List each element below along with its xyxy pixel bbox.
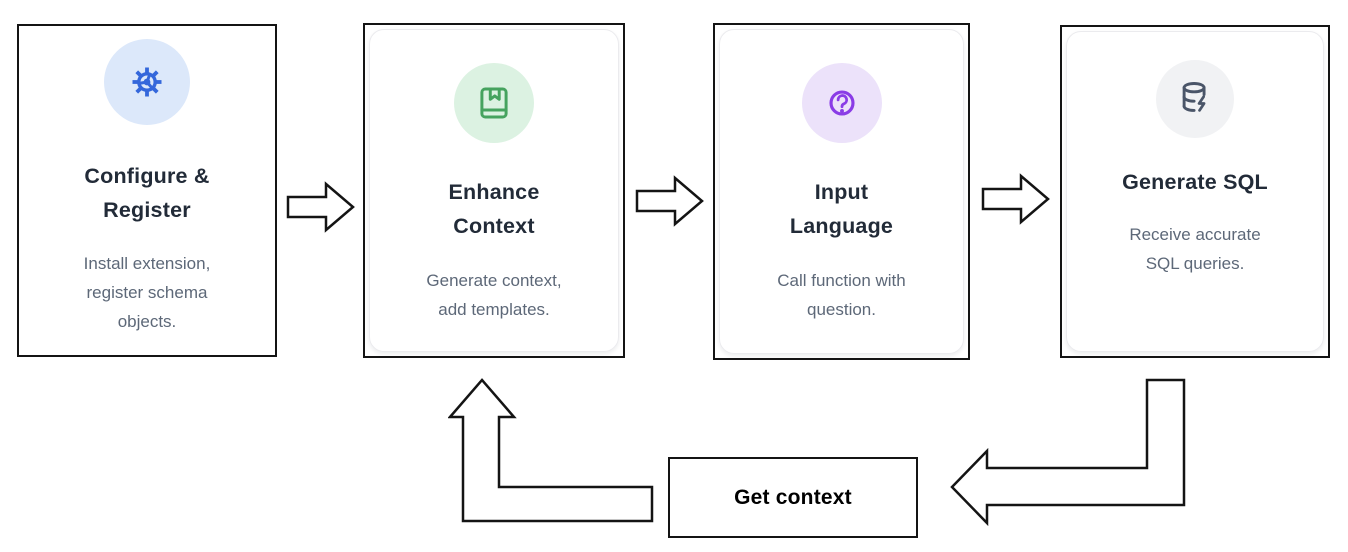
step-title: Enhance Context: [448, 180, 540, 238]
book-icon: [454, 63, 534, 143]
step-title: Generate SQL: [1122, 170, 1268, 194]
arrow-right-icon: [981, 173, 1050, 225]
database-bolt-icon: [1156, 60, 1234, 138]
get-context-label-box: Get context: [668, 457, 918, 538]
flow-step-enhance-context: Enhance Context Generate context, add te…: [363, 23, 625, 358]
icon-circle-bg: [1156, 60, 1234, 138]
step-description: Install extension, register schema objec…: [83, 254, 211, 331]
arrow-left-elbow-icon: [950, 378, 1186, 527]
arrow-right-icon: [286, 181, 355, 233]
flow-step-input-language: Input Language Call function with questi…: [713, 23, 970, 360]
arrow-up-loop-icon: [448, 378, 654, 523]
icon-circle-bg: [801, 63, 882, 143]
question-icon: [801, 63, 882, 143]
arrow-right-icon: [635, 175, 704, 227]
step-title: Input Language: [789, 180, 894, 238]
gear-icon: [104, 39, 190, 125]
flow-step-configure-register: Configure & Register Install extension, …: [17, 24, 277, 357]
get-context-label: Get context: [734, 485, 852, 509]
step-description: Generate context, add templates.: [426, 271, 562, 319]
step-description: Call function with question.: [777, 271, 906, 319]
step-description: Receive accurate SQL queries.: [1129, 225, 1261, 273]
flow-step-generate-sql: Generate SQL Receive accurate SQL querie…: [1060, 25, 1330, 358]
step-title: Configure & Register: [84, 164, 210, 222]
icon-circle-bg: [454, 63, 534, 143]
